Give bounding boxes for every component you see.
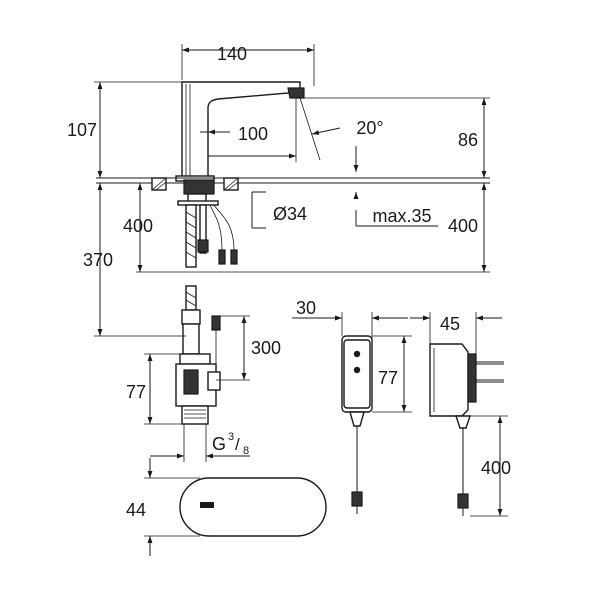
mounting-assembly bbox=[177, 179, 238, 268]
dim-connection-length: 370 bbox=[83, 250, 113, 270]
valve-assembly bbox=[175, 285, 221, 425]
thread-denominator: 8 bbox=[243, 445, 249, 457]
dim-spout-width: 140 bbox=[217, 44, 247, 64]
dim-sensor-angle: 20° bbox=[356, 118, 383, 138]
transformer-front-view bbox=[341, 335, 373, 514]
faucet-side-view bbox=[175, 81, 305, 182]
dim-spout-height: 107 bbox=[67, 120, 97, 140]
dim-transformer-depth: 30 bbox=[296, 298, 316, 318]
dim-transformer-width: 45 bbox=[440, 314, 460, 334]
dim-valve-height: 77 bbox=[126, 382, 146, 402]
dim-transformer-height: 77 bbox=[378, 368, 398, 388]
thread-letter: G bbox=[212, 434, 226, 454]
dim-hole-diameter: Ø34 bbox=[273, 204, 307, 224]
base-plan-view bbox=[179, 477, 327, 537]
dim-thread-label: G 3 / 8 bbox=[212, 431, 249, 457]
dim-sensor-height: 86 bbox=[458, 130, 478, 150]
dim-base-height: 44 bbox=[126, 500, 146, 520]
dim-deck-thickness: max.35 bbox=[372, 206, 431, 226]
dim-transformer-cable: 400 bbox=[481, 458, 511, 478]
dim-spout-reach: 100 bbox=[238, 124, 268, 144]
thread-slash: / bbox=[235, 435, 240, 454]
countertop-section bbox=[96, 177, 490, 191]
dimension-lines bbox=[94, 44, 508, 556]
svg-text:G: G bbox=[212, 434, 226, 454]
thread-numerator: 3 bbox=[228, 431, 234, 443]
dim-hose-length-right: 400 bbox=[448, 216, 478, 236]
transformer-side-view bbox=[429, 343, 504, 516]
dim-cable-length: 300 bbox=[251, 338, 281, 358]
dim-hose-length-left: 400 bbox=[123, 216, 153, 236]
